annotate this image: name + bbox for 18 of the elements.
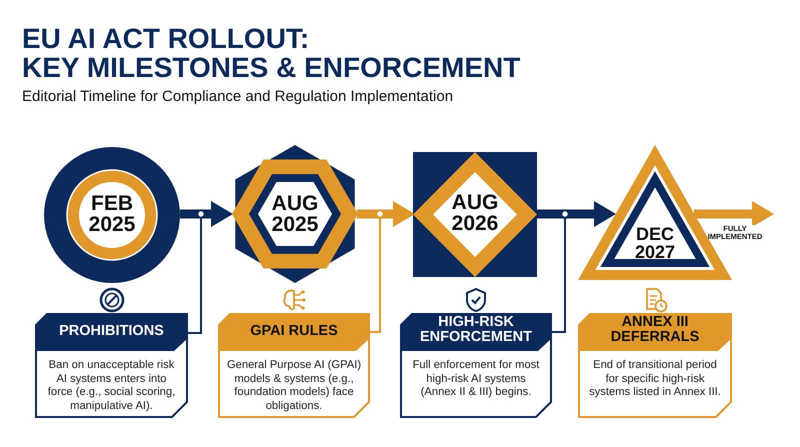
milestone-date: DEC 2027 xyxy=(634,225,676,262)
card-description: Full enforcement for most high-risk AI systems (Annex II & III) begins. xyxy=(412,359,540,400)
card-heading: ANNEX III DEFERRALS xyxy=(610,315,700,346)
milestone-date: FEB 2025 xyxy=(88,193,136,236)
title: EU AI ACT ROLLOUT: KEY MILESTONES & ENFORCEMENT xyxy=(22,24,522,83)
milestone-date: AUG 2026 xyxy=(450,192,500,235)
timeline-arrow xyxy=(694,201,774,227)
timeline-arrow xyxy=(357,201,415,227)
card-heading: HIGH-RISK ENFORCEMENT xyxy=(419,315,533,346)
card-description: End of transitional period for specific high-risk systems listed in Annex III. xyxy=(588,359,722,400)
subtitle: Editorial Timeline for Compliance and Regulation Implementation xyxy=(22,88,454,105)
card-heading: GPAI RULES xyxy=(249,324,339,340)
card-description: General Purpose AI (GPAI) models & systems (e.g., foundation models) face obligations. xyxy=(226,359,362,414)
milestone-date: AUG 2025 xyxy=(270,193,320,236)
timeline-arrow xyxy=(180,201,233,227)
card-description: Ban on unacceptable risk AI systems enters into force (e.g., social scoring, manipulative AI). xyxy=(46,359,176,414)
card-heading: PROHIBITIONS xyxy=(58,324,165,340)
timeline-arrow xyxy=(537,201,616,227)
